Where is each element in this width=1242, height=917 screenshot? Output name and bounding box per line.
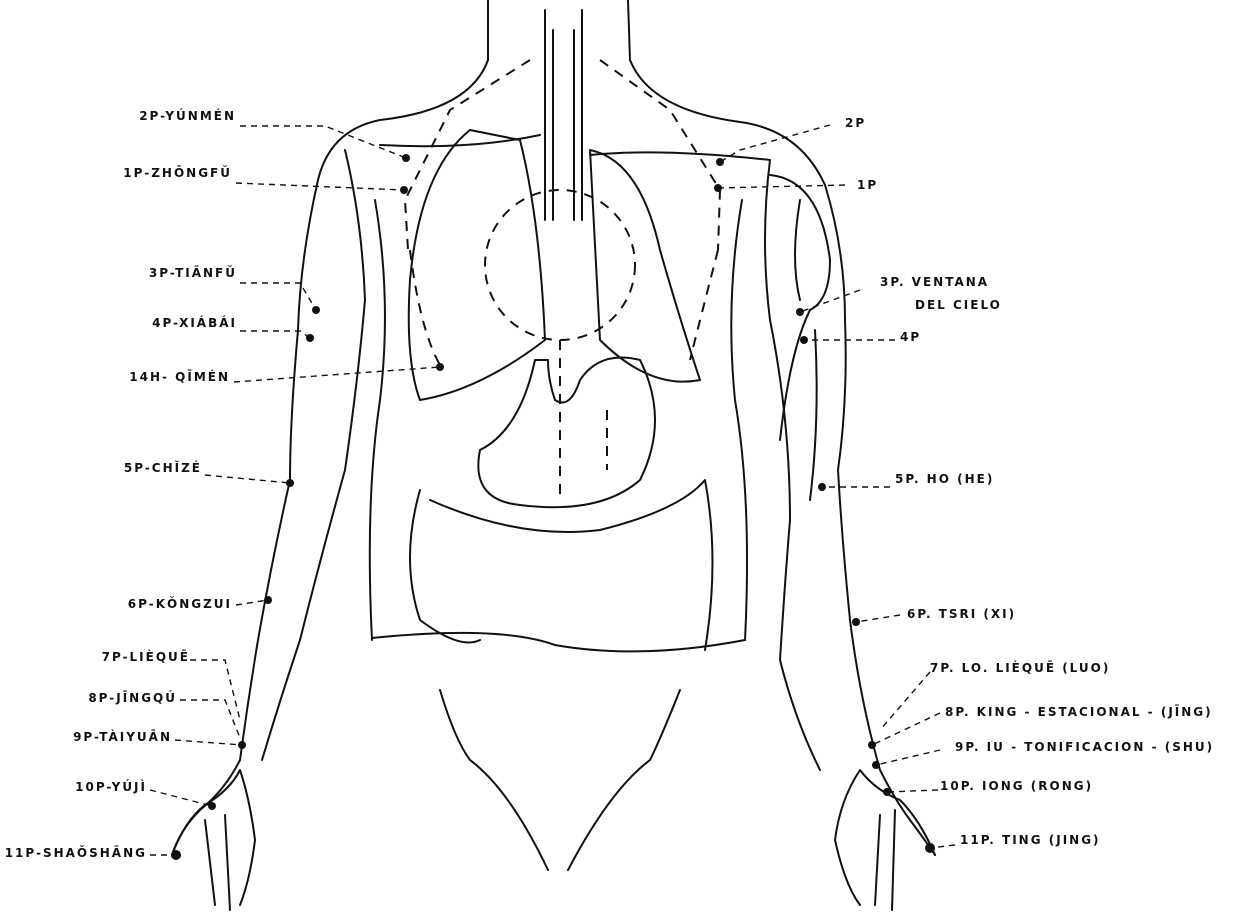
label-left-14h: 14H- QĪMÉN <box>129 371 230 383</box>
label-right-5p: 5P. HO (HE) <box>895 473 994 485</box>
arm-outline <box>262 150 365 760</box>
stomach <box>478 358 655 508</box>
label-left-7p: 7P-LIÈQUĒ <box>102 651 190 663</box>
label-left-8p: 8P-JĪNGQÚ <box>88 692 177 704</box>
point-right-9p <box>872 761 880 769</box>
waist-line <box>372 633 745 652</box>
trachea <box>545 10 582 220</box>
clavicle <box>380 135 540 146</box>
qi-flow-circle <box>485 190 635 340</box>
label-right-6p: 6P. TSRI (XI) <box>907 608 1016 620</box>
point-right-3p <box>796 308 804 316</box>
label-right-3p: 3P. VENTANA <box>880 276 989 288</box>
lung-right <box>590 150 700 382</box>
qi-flow-path <box>410 250 440 365</box>
garment <box>440 690 680 870</box>
label-right-4p: 4P <box>900 331 921 343</box>
label-right-2p: 2P <box>845 117 866 129</box>
point-left-6p <box>264 596 272 604</box>
arm-muscle <box>770 175 830 500</box>
label-left-10p: 10P-YÚJÌ <box>75 781 147 793</box>
point-right-2p <box>716 158 724 166</box>
label-right-9p: 9P. IU - TONIFICACION - (SHU) <box>955 741 1214 753</box>
clavicle <box>590 152 770 160</box>
label-left-2p: 2P-YÚNMÉN <box>139 110 236 122</box>
colon <box>410 480 713 650</box>
label-left-9p: 9P-TÀIYUĀN <box>73 731 172 743</box>
label-right-1p: 1P <box>857 179 878 191</box>
label-left-4p: 4P-XIÁBÁI <box>152 317 237 329</box>
label-right-8p: 8P. KING - ESTACIONAL - (JĪNG) <box>945 706 1213 718</box>
label-right-3p-line2: DEL CIELO <box>915 299 1002 311</box>
torso-outline <box>731 200 747 640</box>
label-left-5p: 5P-CHǏZÉ <box>124 462 202 474</box>
label-right-10p: 10P. IONG (RONG) <box>940 780 1093 792</box>
torso-outline <box>370 200 385 640</box>
point-left-10p <box>208 802 216 810</box>
label-right-7p: 7P. LO. LIÈQUĒ (LUO) <box>930 662 1110 674</box>
label-left-11p: 11P-SHAǑSHĀNG <box>5 847 147 859</box>
arm-outline <box>765 160 820 770</box>
label-left-3p: 3P-TIĀNFǓ <box>149 267 237 279</box>
lung-left <box>409 130 545 400</box>
left-hand <box>172 770 255 910</box>
label-left-1p: 1P-ZHŌNGFǓ <box>123 167 232 179</box>
label-left-6p: 6P-KǑNGZUI <box>128 598 232 610</box>
label-right-11p: 11P. TING (JING) <box>960 834 1101 846</box>
point-left-2p <box>402 154 410 162</box>
qi-flow-path <box>690 250 718 360</box>
point-right-8p <box>868 741 876 749</box>
